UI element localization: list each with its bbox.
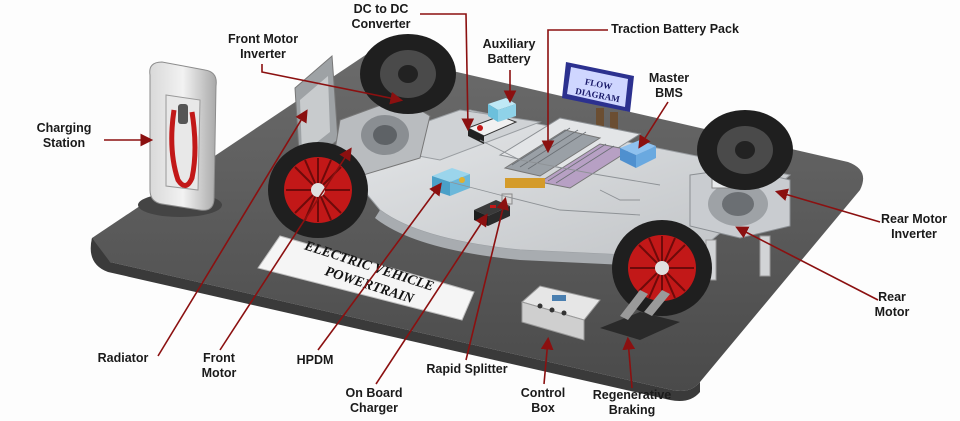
label-control-box: Control Box	[516, 386, 570, 416]
label-regenerative-braking: Regenerative Braking	[586, 388, 678, 418]
flow-diagram-sign: FLOW DIAGRAM	[562, 62, 634, 138]
label-control-box-line1: Control	[520, 386, 566, 400]
label-auxiliary-battery-line2: Battery	[487, 52, 531, 66]
arrow-traction-battery-pack	[541, 29, 608, 154]
arrow-regenerative-braking	[622, 336, 636, 389]
annotation-arrows	[104, 13, 881, 389]
front-right-wheel	[268, 142, 368, 238]
label-master-bms-line2: BMS	[655, 86, 683, 100]
label-on-board-charger-line2: Charger	[350, 401, 398, 415]
charging-station	[138, 61, 222, 217]
arrow-rapid-splitter	[465, 196, 509, 361]
label-rear-motor: Rear Motor	[868, 290, 916, 320]
label-rear-motor-line1: Rear	[878, 290, 906, 304]
label-front-motor: Front Motor	[192, 351, 246, 381]
label-radiator-line1: Radiator	[97, 351, 149, 365]
label-master-bms: Master BMS	[644, 71, 694, 101]
label-control-box-line2: Box	[531, 401, 555, 415]
label-traction-battery-pack-line1: Traction Battery Pack	[611, 22, 739, 36]
rear-left-wheel	[697, 110, 793, 190]
arrow-control-box	[540, 336, 554, 385]
arrow-radiator	[157, 109, 308, 357]
regenerative-braking-pedals	[600, 290, 680, 340]
label-front-motor-inverter-line2: Inverter	[240, 47, 286, 61]
label-rapid-splitter: Rapid Splitter	[420, 362, 514, 377]
label-rear-motor-line2: Motor	[874, 305, 910, 319]
label-front-motor-inverter-line1: Front Motor	[227, 32, 299, 46]
arrow-rear-motor-inverter	[774, 188, 881, 223]
label-charging-station-line1: Charging	[36, 121, 92, 135]
label-regenerative-braking-line1: Regenerative	[592, 388, 672, 402]
wiring-lines	[449, 139, 661, 216]
label-rear-motor-inverter-line2: Inverter	[891, 227, 937, 241]
label-rear-motor-inverter: Rear Motor Inverter	[872, 212, 956, 242]
label-front-motor-line1: Front	[203, 351, 235, 365]
label-charging-station: Charging Station	[24, 121, 104, 151]
control-box	[520, 285, 601, 341]
label-charging-station-line2: Station	[42, 136, 86, 150]
label-on-board-charger: On Board Charger	[342, 386, 406, 416]
arrow-rear-motor	[735, 226, 879, 301]
arrow-master-bms	[638, 101, 669, 149]
front-left-wheel	[360, 34, 456, 114]
label-on-board-charger-line1: On Board	[345, 386, 403, 400]
arrow-front-motor	[219, 147, 352, 351]
label-traction-battery-pack: Traction Battery Pack	[610, 22, 740, 37]
label-hpdm: HPDM	[290, 353, 340, 368]
arrow-on-board-charger	[375, 213, 488, 385]
rear-right-wheel	[612, 220, 712, 316]
label-master-bms-line1: Master	[648, 71, 690, 85]
label-rapid-splitter-line1: Rapid Splitter	[426, 362, 508, 376]
label-dc-to-dc-line2: Converter	[351, 17, 411, 31]
label-dc-to-dc-line1: DC to DC	[353, 2, 409, 16]
arrow-hpdm	[317, 182, 442, 351]
label-hpdm-line1: HPDM	[296, 353, 334, 367]
label-front-motor-inverter: Front Motor Inverter	[220, 32, 306, 62]
arrow-dc-to-dc-converter	[420, 13, 475, 132]
label-front-motor-line2: Motor	[201, 366, 237, 380]
label-dc-to-dc-converter: DC to DC Converter	[344, 2, 418, 32]
arrow-front-motor-inverter	[261, 64, 404, 105]
label-auxiliary-battery: Auxiliary Battery	[474, 37, 544, 67]
label-regenerative-braking-line2: Braking	[608, 403, 656, 417]
label-auxiliary-battery-line1: Auxiliary	[482, 37, 536, 51]
label-radiator: Radiator	[88, 351, 158, 366]
label-rear-motor-inverter-line1: Rear Motor	[881, 212, 947, 226]
